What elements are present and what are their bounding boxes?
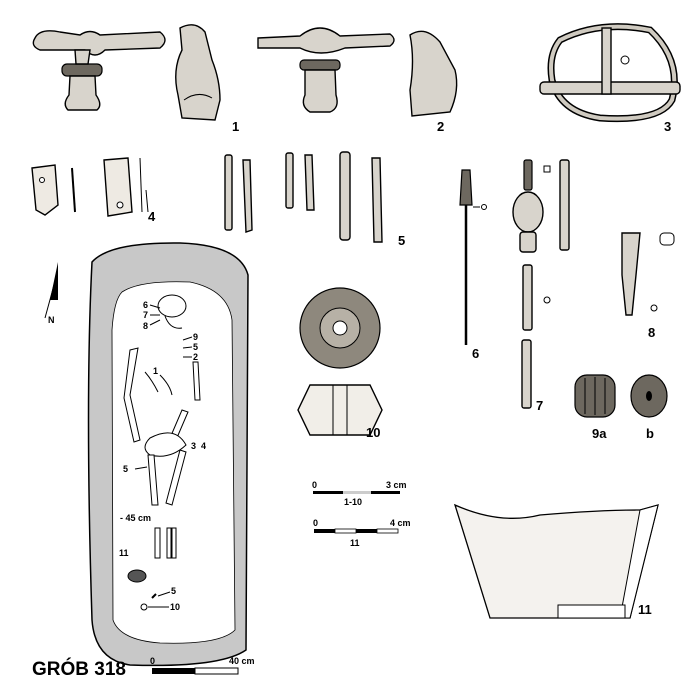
pot-11-drawing bbox=[453, 503, 659, 619]
plan-scale-start: 0 bbox=[150, 656, 155, 666]
plan-label-4: 4 bbox=[201, 441, 206, 451]
grave-title: GRÓB 318 bbox=[32, 658, 126, 680]
grave-plan bbox=[87, 242, 249, 667]
label-find-6: 6 bbox=[472, 346, 479, 361]
plan-label-5a: 5 bbox=[193, 342, 198, 352]
plan-label-11: 11 bbox=[119, 548, 129, 558]
pin-7-drawing bbox=[512, 159, 570, 409]
plates-4-drawing bbox=[31, 157, 149, 217]
fibula-1-drawing bbox=[32, 24, 221, 121]
bone-8-drawing bbox=[621, 232, 675, 316]
label-find-2: 2 bbox=[437, 119, 444, 134]
label-find-1: 1 bbox=[232, 119, 239, 134]
label-find-7: 7 bbox=[536, 398, 543, 413]
pin-6-drawing bbox=[459, 169, 487, 345]
beads-9-drawing bbox=[574, 374, 668, 418]
pot-scale-bar bbox=[314, 528, 399, 534]
label-find-4: 4 bbox=[148, 209, 156, 224]
finds-scale-caption: 1-10 bbox=[344, 497, 362, 507]
buckle-3-drawing bbox=[539, 23, 681, 123]
plan-label-5b: 5 bbox=[123, 464, 128, 474]
plan-label-6: 6 bbox=[143, 300, 148, 310]
plan-label-1: 1 bbox=[153, 366, 158, 376]
label-find-8: 8 bbox=[648, 325, 655, 340]
north-label: N bbox=[48, 315, 55, 325]
pot-scale-end: 4 cm bbox=[390, 518, 411, 528]
plan-label-2: 2 bbox=[193, 352, 198, 362]
plan-scale-bar bbox=[152, 667, 239, 675]
needles-5-drawing bbox=[224, 151, 383, 243]
label-find-10: 10 bbox=[366, 425, 380, 440]
label-find-5: 5 bbox=[398, 233, 405, 248]
plan-label-5c: 5 bbox=[171, 586, 176, 596]
pot-scale-caption: 11 bbox=[350, 538, 360, 548]
plan-label-8: 8 bbox=[143, 321, 148, 331]
finds-scale-end: 3 cm bbox=[386, 480, 407, 490]
plan-label-10: 10 bbox=[170, 602, 180, 612]
label-find-9b: b bbox=[646, 426, 654, 441]
plan-scale-end: 40 cm bbox=[229, 656, 255, 666]
plan-depth-label: - 45 cm bbox=[120, 513, 151, 523]
finds-scale-start: 0 bbox=[312, 480, 317, 490]
label-find-11: 11 bbox=[638, 602, 652, 617]
label-find-9a: 9a bbox=[592, 426, 607, 441]
north-arrow-icon bbox=[44, 262, 58, 319]
plan-label-9: 9 bbox=[193, 332, 198, 342]
plan-label-3: 3 bbox=[191, 441, 196, 451]
pot-scale-start: 0 bbox=[313, 518, 318, 528]
fibula-2-drawing bbox=[257, 27, 458, 117]
finds-scale-bar bbox=[313, 491, 400, 494]
spindle-whorl-10-drawing bbox=[297, 287, 383, 436]
label-find-3: 3 bbox=[664, 119, 671, 134]
plan-label-7: 7 bbox=[143, 310, 148, 320]
